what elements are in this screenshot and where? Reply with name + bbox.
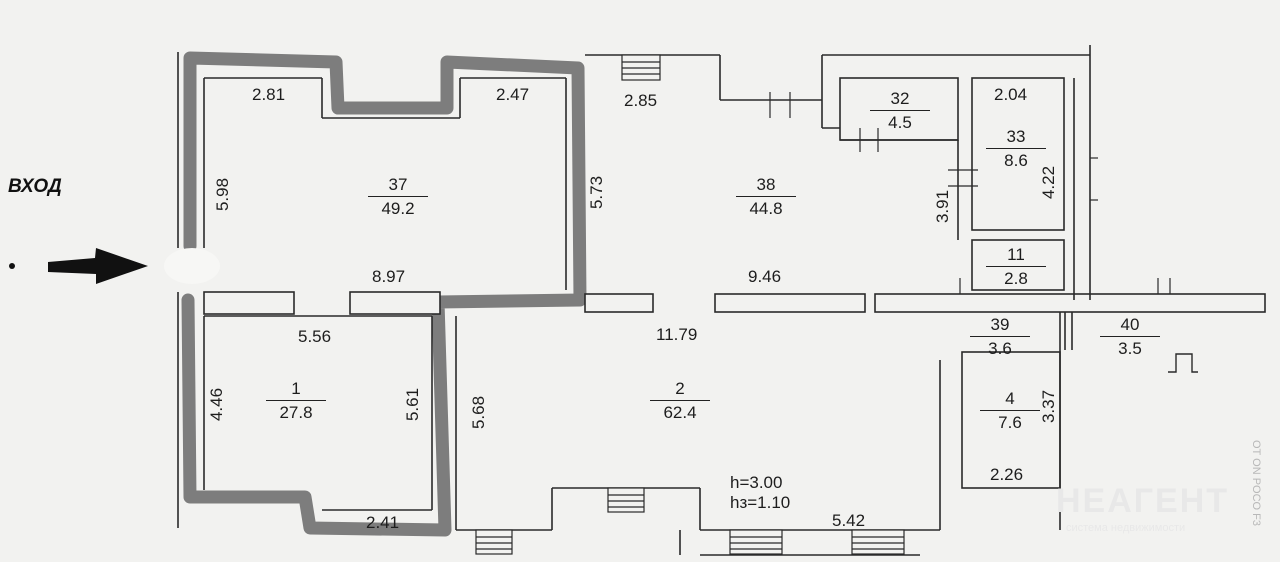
room-38-number: 38 <box>736 176 796 197</box>
room-2-number: 2 <box>650 380 710 401</box>
dim-4-46: 4.46 <box>207 387 227 422</box>
room-11-number: 11 <box>986 246 1046 267</box>
dim-3-37: 3.37 <box>1039 389 1059 424</box>
room-33-label: 33 8.6 <box>986 128 1046 169</box>
room-4-label: 4 7.6 <box>980 390 1040 431</box>
room-38-area: 44.8 <box>749 199 783 218</box>
dim-5-98: 5.98 <box>213 177 233 212</box>
room-2-area: 62.4 <box>663 403 697 422</box>
dim-5-42: 5.42 <box>832 511 866 530</box>
room-4-number: 4 <box>980 390 1040 411</box>
room-33-area: 8.6 <box>1004 151 1028 170</box>
dim-5-56: 5.56 <box>298 327 332 346</box>
room-32-number: 32 <box>870 90 930 111</box>
room-40-label: 40 3.5 <box>1100 316 1160 357</box>
room-32-label: 32 4.5 <box>870 90 930 131</box>
dim-11-79: 11.79 <box>656 325 698 344</box>
room-11-label: 11 2.8 <box>986 246 1046 287</box>
side-stamp: OT ON POCO F3 <box>1250 440 1262 526</box>
watermark-brand: НЕАГЕНТ <box>1056 482 1230 520</box>
walls <box>177 45 1266 556</box>
dim-2-26: 2.26 <box>990 465 1024 484</box>
watermark-tagline: система недвижимости <box>1066 522 1186 534</box>
windows <box>475 54 905 555</box>
dim-2-81: 2.81 <box>252 85 286 104</box>
dim-9-46: 9.46 <box>748 267 782 286</box>
room-37-label: 37 49.2 <box>368 176 428 217</box>
dim-5-73: 5.73 <box>587 175 607 210</box>
dim-2-85: 2.85 <box>624 91 658 110</box>
room-37-number: 37 <box>368 176 428 197</box>
room-4-area: 7.6 <box>998 413 1022 432</box>
stair-symbol <box>1168 353 1198 373</box>
room-1-number: 1 <box>266 380 326 401</box>
room-39-area: 3.6 <box>988 339 1012 358</box>
height-h: h=3.00 <box>730 473 783 492</box>
room-32-area: 4.5 <box>888 113 912 132</box>
height-hz: hз=1.10 <box>730 493 791 512</box>
room-40-area: 3.5 <box>1118 339 1142 358</box>
room-1-area: 27.8 <box>279 403 313 422</box>
room-1-label: 1 27.8 <box>266 380 326 421</box>
room-40-number: 40 <box>1100 316 1160 337</box>
room-37-area: 49.2 <box>381 199 415 218</box>
entrance-arrow <box>9 248 220 284</box>
dim-8-97: 8.97 <box>372 267 406 286</box>
dim-4-22: 4.22 <box>1039 165 1059 200</box>
door-ticks <box>769 92 1171 294</box>
room-39-label: 39 3.6 <box>970 316 1030 357</box>
dim-2-04: 2.04 <box>994 85 1028 104</box>
dim-5-68: 5.68 <box>469 395 489 430</box>
room-38-label: 38 44.8 <box>736 176 796 217</box>
dim-5-61: 5.61 <box>403 387 423 422</box>
dim-2-47: 2.47 <box>496 85 530 104</box>
entrance-label: ВХОД <box>8 176 62 197</box>
highlight-outline <box>181 51 587 537</box>
room-11-area: 2.8 <box>1004 269 1028 288</box>
dim-2-41: 2.41 <box>366 513 400 532</box>
room-39-number: 39 <box>970 316 1030 337</box>
room-33-number: 33 <box>986 128 1046 149</box>
dim-3-91: 3.91 <box>933 189 953 224</box>
room-2-label: 2 62.4 <box>650 380 710 421</box>
